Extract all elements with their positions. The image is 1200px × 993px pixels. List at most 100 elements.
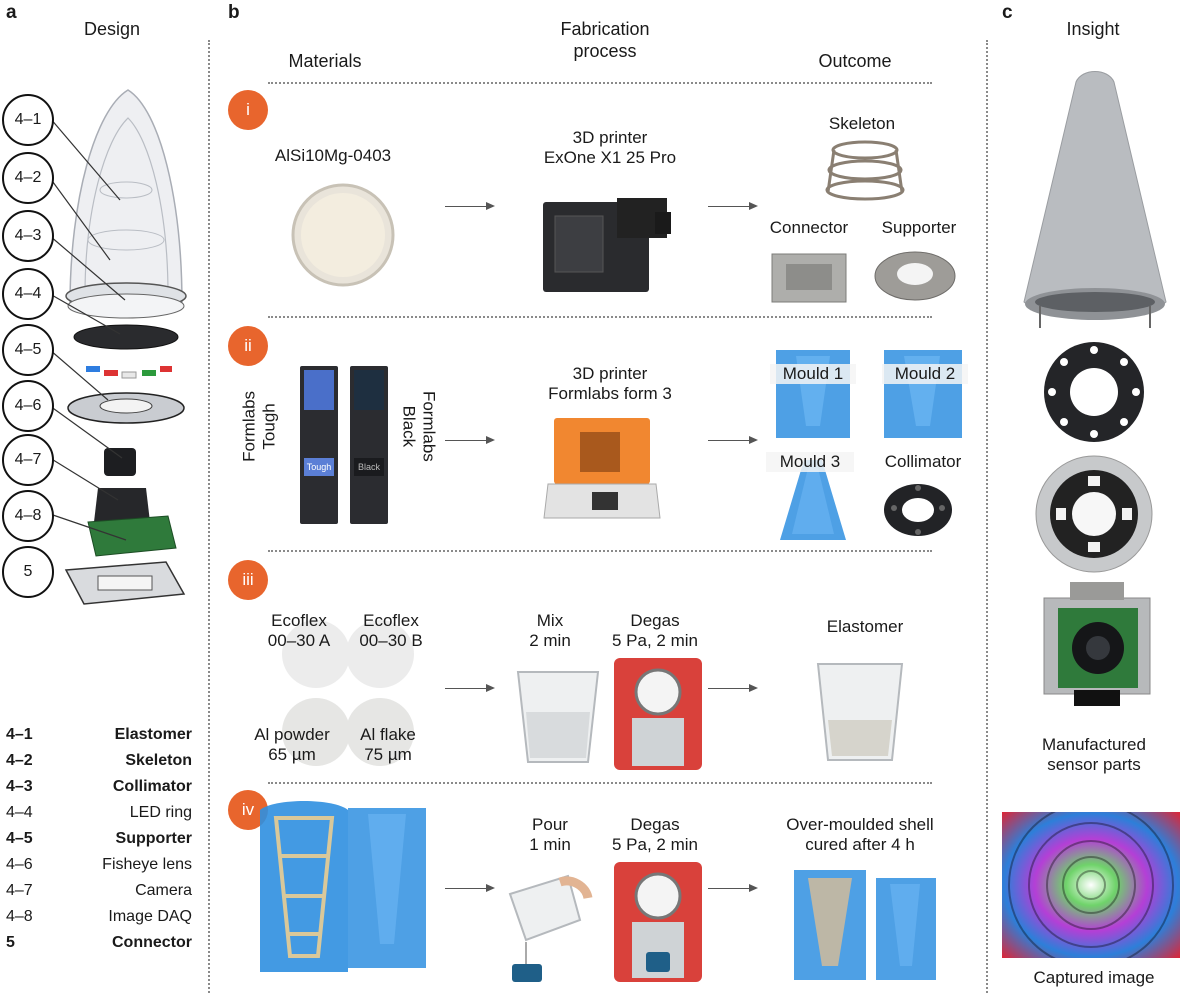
legend-row: 4–6 Fisheye lens (6, 856, 192, 878)
insight-title: Insight (1066, 19, 1120, 39)
formlabs-printer-image (543, 418, 661, 519)
legend-id: 4–4 (6, 804, 33, 821)
exone-printer-image (543, 198, 671, 292)
separator-a-b (208, 40, 210, 993)
powder-dish-image (291, 183, 395, 287)
legend-name: Collimator (112, 778, 192, 795)
outcome-connector: Connector (769, 218, 849, 237)
degas-chamber-image-iv (614, 862, 702, 982)
outcome-mould-2: Mould 2 (882, 364, 968, 385)
legend-row: 4–7 Camera (6, 882, 192, 904)
led-blue (86, 366, 100, 372)
legend-name: Camera (135, 882, 192, 899)
mould-1-image (776, 350, 850, 438)
legend-name: Supporter (115, 830, 192, 847)
design-label-4-5: 4–5 (2, 324, 54, 376)
design-label-4-6: 4–6 (2, 380, 54, 432)
arrow-iii-1 (445, 683, 495, 692)
materials-header: Materials (288, 51, 362, 71)
led-ring-shape (73, 324, 179, 350)
outcome-supporter: Supporter (881, 218, 957, 237)
legend-id: 5 (6, 934, 15, 951)
arrow-iii-2 (708, 683, 758, 692)
outcome-mould-1: Mould 1 (770, 364, 856, 385)
row-divider-3 (268, 782, 932, 784)
assembled-shell-image (1023, 71, 1167, 328)
fisheye-lens-shape (104, 448, 136, 476)
panel-letter-c: c (1002, 2, 1013, 23)
al-powder-image (282, 698, 350, 766)
camera-shape (94, 488, 150, 522)
panel-letter-b: b (228, 2, 240, 23)
legend-row: 5 Connector (6, 934, 192, 956)
tough-cartridge-label: Tough (304, 458, 334, 476)
material-ecoflex-a: Ecoflex 00–30 A (267, 611, 331, 651)
design-label-4-2: 4–2 (2, 152, 54, 204)
row-badge-i: i (228, 90, 268, 130)
led-green (142, 370, 156, 376)
legend-id: 4–6 (6, 856, 33, 873)
outcome-overmoulded-shell: Over-moulded shell cured after 4 h (786, 815, 934, 855)
material-formlabs-black: Formlabs Black (399, 390, 439, 462)
arrow-i-1 (445, 201, 495, 210)
row-badge-iii: iii (228, 560, 268, 600)
design-label-4-7: 4–7 (2, 434, 54, 486)
legend-row: 4–4 LED ring (6, 804, 192, 826)
mould-3-image (780, 460, 846, 540)
legend-id: 4–2 (6, 752, 33, 769)
ecoflex-a-image (282, 620, 350, 688)
legend-id: 4–7 (6, 882, 33, 899)
mould-shell-half-image (876, 878, 936, 980)
black-cartridge-cap (354, 370, 384, 410)
ecoflex-b-image (346, 620, 414, 688)
material-ecoflex-b: Ecoflex 00–30 B (359, 611, 423, 651)
legend-name: LED ring (129, 804, 192, 821)
collimator-image (884, 484, 952, 536)
legend-id: 4–8 (6, 908, 33, 925)
legend-id: 4–3 (6, 778, 33, 795)
caption-captured-image: Captured image (1033, 968, 1155, 987)
legend-name: Image DAQ (108, 908, 192, 925)
led-red (104, 370, 118, 376)
process-formlabs: 3D printer Formlabs form 3 (548, 364, 672, 404)
legend-name: Skeleton (125, 752, 192, 769)
row-divider-top (268, 82, 932, 84)
legend-row: 4–5 Supporter (6, 830, 192, 852)
tough-cartridge-cap (304, 370, 334, 410)
material-alsi10mg: AlSi10Mg-0403 (274, 146, 392, 165)
arrow-iv-2 (708, 883, 758, 892)
arrow-iv-1 (445, 883, 495, 892)
arrow-ii-2 (708, 435, 758, 444)
legend-row: 4–8 Image DAQ (6, 908, 192, 930)
caption-manufactured-parts: Manufactured sensor parts (1042, 735, 1146, 775)
skeleton-part-image (825, 140, 905, 201)
mould-2-image (884, 350, 962, 438)
design-label-4-1: 4–1 (2, 94, 54, 146)
material-al-powder: Al powder 65 µm (254, 725, 330, 765)
legend-row: 4–2 Skeleton (6, 752, 192, 774)
legend-name: Fisheye lens (102, 856, 192, 873)
legend-id: 4–5 (6, 830, 33, 847)
material-al-flake: Al flake 75 µm (360, 725, 416, 765)
led-ring-part-image (1035, 455, 1153, 573)
degas-chamber-image-iii (614, 658, 702, 770)
supporter-part-image (874, 251, 956, 301)
process-degas-iii: Degas 5 Pa, 2 min (612, 611, 698, 651)
collimator-part-image (1044, 342, 1144, 442)
panel-letter-a: a (6, 2, 17, 23)
elastomer-beaker-image (816, 663, 904, 761)
black-cartridge: Black (350, 366, 388, 524)
exploded-sensor-view (49, 89, 187, 605)
legend-id: 4–1 (6, 726, 33, 743)
legend-name: Connector (112, 934, 192, 951)
material-formlabs-tough: Formlabs Tough (239, 390, 279, 462)
captured-image (1002, 812, 1180, 958)
row-badge-ii: ii (228, 326, 268, 366)
outcome-header: Outcome (818, 51, 892, 71)
legend-name: Elastomer (114, 726, 192, 743)
al-flake-image (346, 698, 414, 766)
row-divider-1 (268, 316, 932, 318)
outcome-skeleton: Skeleton (828, 114, 896, 133)
process-mix: Mix 2 min (529, 611, 571, 651)
design-title: Design (83, 19, 141, 39)
